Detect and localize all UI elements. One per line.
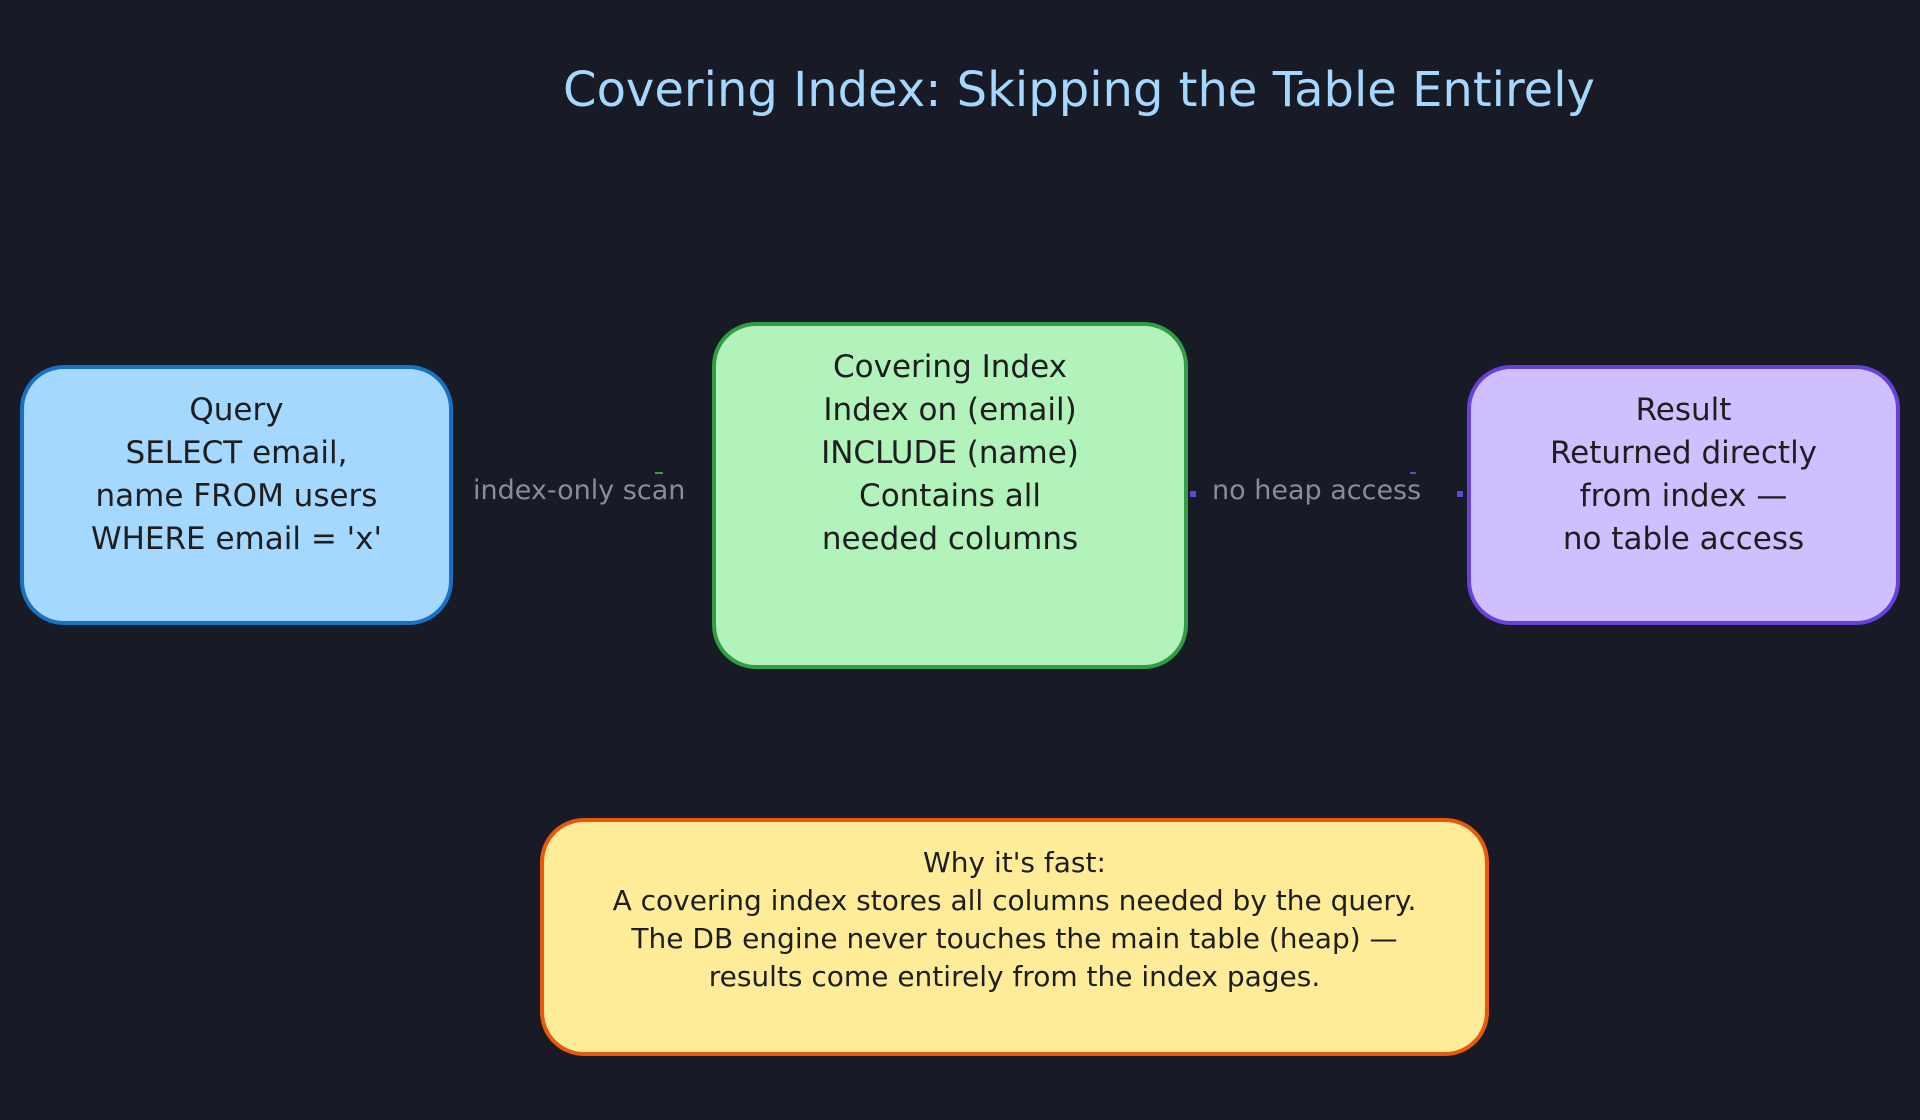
diagram-title: Covering Index: Skipping the Table Entir… xyxy=(563,62,1595,118)
arrowhead-icon xyxy=(1457,491,1463,497)
covering-index-node-text: Covering Index Index on (email) INCLUDE … xyxy=(821,349,1079,557)
explanation-note[interactable]: Why it's fast: A covering index stores a… xyxy=(540,818,1489,1056)
query-node-text: Query SELECT email, name FROM users WHER… xyxy=(90,392,383,557)
edge-arrow-start-icon xyxy=(1190,491,1196,497)
edge-label-no-heap-access: no heap access xyxy=(1212,475,1422,506)
result-node[interactable]: Result Returned directly from index — no… xyxy=(1467,365,1900,625)
result-node-text: Result Returned directly from index — no… xyxy=(1549,392,1818,557)
covering-index-node[interactable]: Covering Index Index on (email) INCLUDE … xyxy=(712,322,1188,669)
query-node[interactable]: Query SELECT email, name FROM users WHER… xyxy=(20,365,453,625)
edge-label-index-only-scan: index-only scan xyxy=(473,475,686,506)
explanation-note-text: Why it's fast: A covering index stores a… xyxy=(612,846,1417,993)
edge-arrow-tick xyxy=(1410,472,1416,474)
edge-arrow-tick xyxy=(655,472,663,474)
